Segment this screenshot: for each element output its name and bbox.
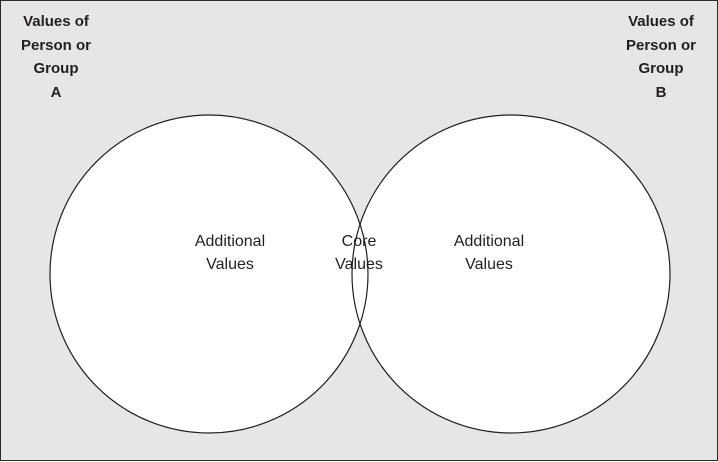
group-a-label-line: Person or — [20, 36, 92, 54]
region-label-line: Values — [465, 256, 513, 273]
group-b-label: Values of Person or Group B — [606, 10, 716, 104]
group-a-label: Values of Person or Group A — [1, 10, 111, 104]
group-b-label-line: Values of — [628, 13, 694, 30]
region-b-additional-values: Additional Values — [434, 230, 544, 276]
group-b-label-line: Group — [638, 60, 684, 77]
circle-group-a — [49, 114, 369, 434]
circle-group-a-fill — [50, 115, 368, 433]
region-label-line: Additional — [453, 233, 525, 250]
region-label-line: Core — [341, 233, 377, 250]
region-a-additional-values: Additional Values — [175, 230, 285, 276]
group-a-label-line: Values of — [23, 13, 89, 30]
group-b-label-line: B — [655, 83, 667, 101]
region-label-line: Values — [206, 256, 254, 273]
group-a-label-line: A — [50, 83, 62, 101]
group-b-label-line: Person or — [625, 36, 697, 54]
region-label-line: Values — [335, 256, 383, 273]
circle-group-b-fill — [352, 115, 670, 433]
region-label-line: Additional — [194, 233, 266, 250]
region-core-values: Core Values — [304, 230, 414, 276]
group-a-label-line: Group — [33, 60, 79, 77]
circle-group-b — [351, 114, 671, 434]
